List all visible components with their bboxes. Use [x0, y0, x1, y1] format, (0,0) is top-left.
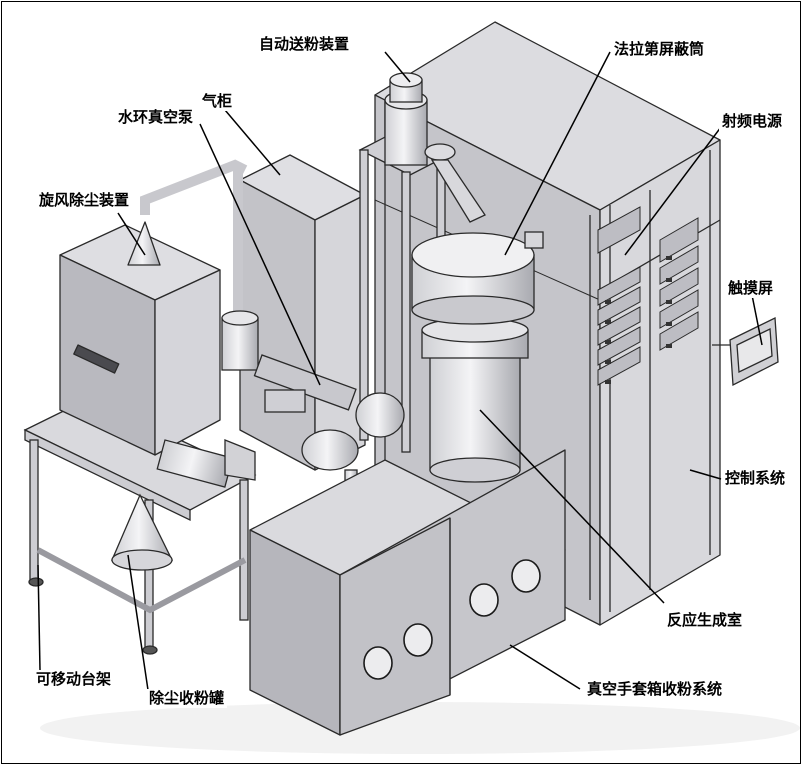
- touch-screen-device: [712, 316, 779, 387]
- auto-powder-feeder: [384, 72, 486, 223]
- label-faraday-shield: 法拉第屏蔽筒: [611, 40, 708, 59]
- movable-stand: [23, 397, 257, 655]
- glovebox-ports: [363, 559, 541, 680]
- leader-lines: [37, 51, 763, 691]
- label-vacuum-glovebox-system: 真空手套箱收粉系统: [584, 680, 726, 699]
- reaction-chamber: [421, 317, 529, 483]
- label-gas-cabinet: 气柜: [199, 92, 236, 111]
- rf-power-modules: [597, 206, 699, 386]
- cyclone-pipework: [140, 159, 256, 488]
- faraday-shield: [411, 231, 544, 325]
- floor-shadow: [40, 702, 800, 754]
- label-cyclone-dust-remover: 旋风除尘装置: [36, 191, 133, 210]
- rf-module-knobs: [605, 256, 672, 384]
- cyclone-housing: [59, 221, 221, 456]
- vacuum-glovebox: [249, 449, 566, 736]
- gas-cabinet: [239, 154, 366, 471]
- label-control-system: 控制系统: [722, 469, 789, 488]
- label-auto-powder-feeder: 自动送粉装置: [256, 35, 353, 54]
- label-touch-screen: 触摸屏: [725, 279, 777, 298]
- dust-collection-tank: [111, 493, 174, 571]
- label-water-ring-pump: 水环真空泵: [115, 108, 197, 127]
- label-dust-collection-tank: 除尘收粉罐: [146, 689, 228, 708]
- label-reaction-chamber: 反应生成室: [664, 611, 746, 630]
- label-movable-stand: 可移动台架: [33, 670, 115, 689]
- label-rf-power-supply: 射频电源: [719, 112, 786, 131]
